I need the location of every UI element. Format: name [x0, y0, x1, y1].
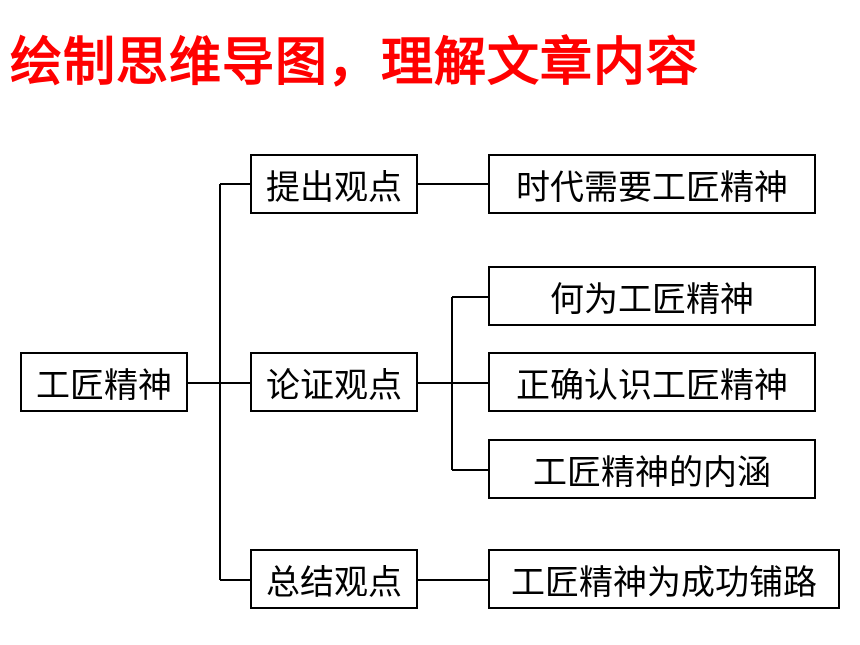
branch-node-conclude: 总结观点: [250, 549, 418, 609]
branch-node-propose: 提出观点: [250, 154, 418, 214]
branch-node-argue: 论证观点: [250, 352, 418, 412]
leaf-node-era-needs: 时代需要工匠精神: [488, 154, 816, 214]
leaf-node-what-is: 何为工匠精神: [488, 266, 816, 326]
page-title: 绘制思维导图，理解文章内容: [10, 33, 700, 93]
leaf-node-path-to-success: 工匠精神为成功铺路: [488, 549, 840, 609]
root-node: 工匠精神: [20, 352, 188, 412]
leaf-node-connotation: 工匠精神的内涵: [488, 439, 816, 499]
leaf-node-correct-understanding: 正确认识工匠精神: [488, 352, 816, 412]
